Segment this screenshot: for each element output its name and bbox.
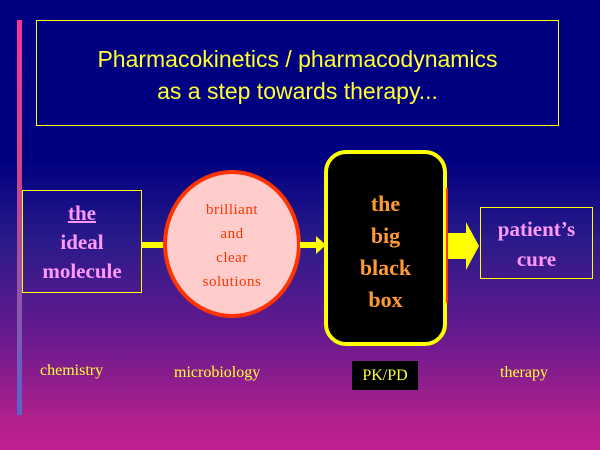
molecule-line-1: the bbox=[68, 201, 96, 225]
blackbox-line-4: box bbox=[368, 287, 403, 312]
solutions-line-4: solutions bbox=[202, 274, 262, 290]
label-microbiology: microbiology bbox=[174, 364, 261, 381]
big-arrow-right-icon bbox=[448, 222, 479, 270]
cure-line-2: cure bbox=[516, 247, 557, 271]
solutions-ellipse: brilliant and clear solutions bbox=[163, 170, 301, 318]
ideal-molecule-box: the ideal molecule bbox=[22, 190, 142, 293]
label-therapy: therapy bbox=[500, 364, 548, 381]
blackbox-line-1: the bbox=[370, 191, 401, 216]
box-edge-accent bbox=[446, 188, 448, 303]
label-chemistry: chemistry bbox=[40, 362, 104, 379]
slide-title-box: Pharmacokinetics / pharmacodynamics as a… bbox=[36, 20, 559, 126]
connector-line bbox=[142, 242, 165, 248]
decorative-vertical-bar bbox=[17, 20, 22, 415]
title-line-2: as a step towards therapy... bbox=[157, 78, 438, 104]
black-box: the big black box bbox=[324, 150, 447, 346]
blackbox-line-3: black bbox=[359, 255, 412, 280]
solutions-line-2: and bbox=[220, 226, 244, 242]
patients-cure-box: patient’s cure bbox=[480, 207, 593, 279]
molecule-line-2: ideal bbox=[60, 230, 104, 254]
blackbox-line-2: big bbox=[370, 223, 401, 248]
label-pkpd: PK/PD bbox=[352, 361, 418, 390]
solutions-line-3: clear bbox=[216, 250, 248, 266]
cure-line-1: patient’s bbox=[497, 217, 576, 241]
solutions-line-1: brilliant bbox=[206, 202, 258, 218]
arrow-right-icon bbox=[300, 236, 326, 254]
title-line-1: Pharmacokinetics / pharmacodynamics bbox=[97, 46, 498, 72]
molecule-line-3: molecule bbox=[42, 259, 122, 283]
